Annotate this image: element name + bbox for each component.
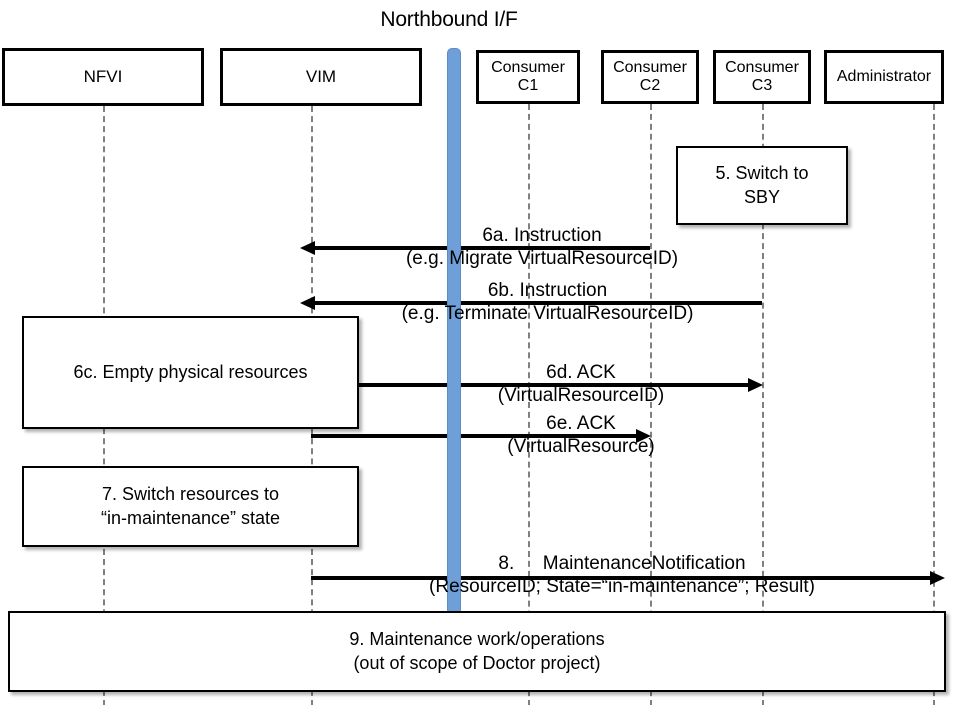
note-box-6c-empty-physical-resources[interactable]: 6c. Empty physical resources bbox=[22, 316, 359, 429]
message-6e-line2: (VirtualResource) bbox=[507, 436, 655, 458]
message-arrow-6b[interactable] bbox=[300, 296, 762, 310]
message-label-6b: 6b. Instruction (e.g. Terminate VirtualR… bbox=[372, 279, 723, 325]
message-8-line1: 8. MaintenanceNotification bbox=[498, 553, 746, 574]
actor-label-c2-line1: Consumer bbox=[613, 59, 687, 77]
message-6a-line2: (e.g. Migrate VirtualResourceID) bbox=[405, 248, 679, 270]
note-7-line2: “in-maintenance” state bbox=[100, 507, 281, 528]
lifeline-c1 bbox=[528, 104, 530, 705]
actor-label-c2-line2: C2 bbox=[639, 77, 661, 94]
actor-box-administrator[interactable]: Administrator bbox=[824, 50, 944, 104]
message-arrow-8[interactable] bbox=[311, 571, 945, 585]
message-arrow-6a[interactable] bbox=[300, 241, 650, 255]
message-6b-line1: 6b. Instruction bbox=[487, 280, 608, 301]
actor-box-consumer-c1[interactable]: Consumer C1 bbox=[476, 50, 580, 104]
diagram-title: Northbound I/F bbox=[0, 8, 954, 32]
actor-label-c3-line1: Consumer bbox=[725, 59, 799, 77]
message-arrow-6e[interactable] bbox=[311, 429, 651, 443]
note-box-5-switch-to-sby[interactable]: 5. Switch to SBY bbox=[676, 146, 848, 225]
message-label-6a: 6a. Instruction (e.g. Migrate VirtualRes… bbox=[372, 224, 712, 270]
message-arrow-6d[interactable] bbox=[358, 378, 763, 392]
message-6d-line1: 6d. ACK bbox=[546, 362, 616, 383]
actor-label-vim-line1: VIM bbox=[305, 67, 337, 87]
message-label-6e: 6e. ACK (VirtualResource) bbox=[411, 412, 751, 458]
lifeline-c3 bbox=[762, 104, 764, 705]
actor-label-c3-line2: C3 bbox=[751, 77, 773, 94]
message-label-8: 8. MaintenanceNotification (ResourceID; … bbox=[312, 552, 932, 598]
actor-box-consumer-c2[interactable]: Consumer C2 bbox=[601, 50, 699, 104]
lifeline-c2 bbox=[650, 104, 652, 705]
note-5-line2: SBY bbox=[743, 186, 781, 207]
message-6e-line1: 6e. ACK bbox=[546, 413, 616, 434]
northbound-interface-bar bbox=[447, 48, 461, 615]
message-label-6d: 6d. ACK (VirtualResourceID) bbox=[411, 361, 751, 407]
actor-box-nfvi[interactable]: NFVI bbox=[2, 48, 204, 106]
note-box-7-switch-resources[interactable]: 7. Switch resources to “in-maintenance” … bbox=[22, 466, 359, 547]
note-7-line1: 7. Switch resources to bbox=[101, 484, 280, 505]
actor-label-administrator-line1: Administrator bbox=[836, 68, 932, 86]
lifeline-administrator bbox=[933, 104, 935, 705]
actor-box-consumer-c3[interactable]: Consumer C3 bbox=[713, 50, 811, 104]
note-9-line2: (out of scope of Doctor project) bbox=[353, 652, 601, 673]
message-8-line2: (ResourceID; State=“in-maintenance”; Res… bbox=[429, 576, 815, 598]
note-9-line1: 9. Maintenance work/operations bbox=[349, 629, 605, 650]
message-6a-line1: 6a. Instruction bbox=[482, 225, 602, 246]
actor-label-nfvi-line1: NFVI bbox=[83, 67, 123, 87]
message-6b-line2: (e.g. Terminate VirtualResourceID) bbox=[401, 303, 694, 325]
note-5-line1: 5. Switch to bbox=[715, 163, 809, 184]
actor-box-vim[interactable]: VIM bbox=[220, 48, 422, 106]
diagram-title-text: Northbound I/F bbox=[380, 8, 518, 31]
note-box-9-maintenance-work[interactable]: 9. Maintenance work/operations (out of s… bbox=[8, 611, 946, 692]
note-6c-line1: 6c. Empty physical resources bbox=[73, 361, 308, 382]
actor-label-c1-line1: Consumer bbox=[491, 59, 565, 77]
message-6d-line2: (VirtualResourceID) bbox=[497, 385, 665, 407]
actor-label-c1-line2: C1 bbox=[517, 77, 539, 94]
